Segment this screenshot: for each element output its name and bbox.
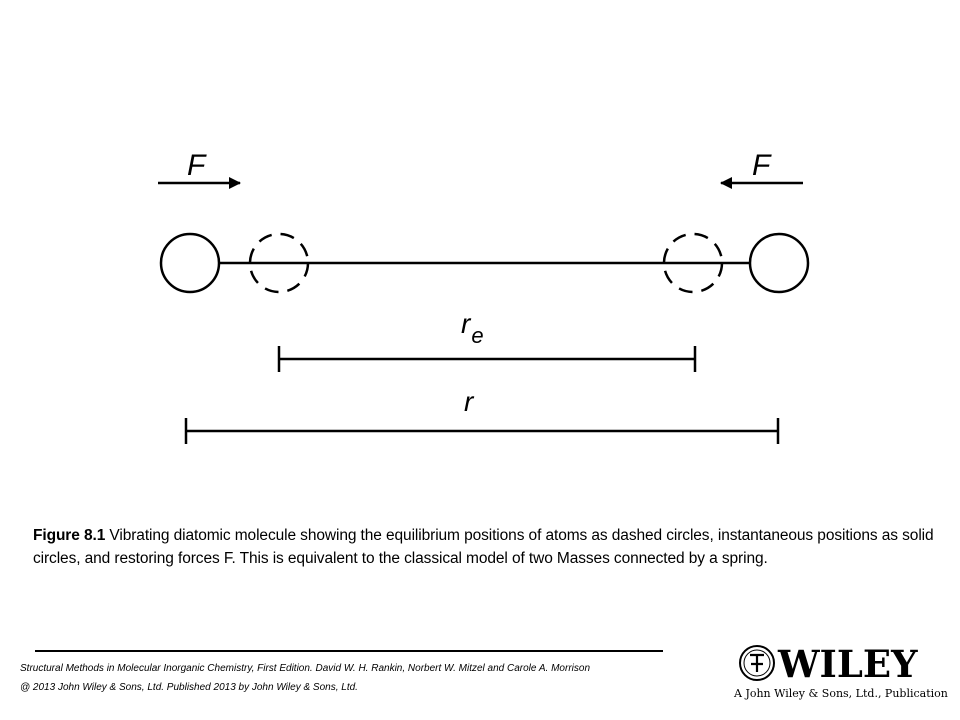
- figure-label: Figure 8.1: [33, 527, 106, 544]
- equilibrium-atom-right: [662, 232, 724, 294]
- force-label-left: F: [187, 149, 207, 182]
- figure-caption-text: Vibrating diatomic molecule showing the …: [33, 527, 934, 567]
- equilibrium-atom-left: [248, 232, 310, 294]
- equilibrium-distance-base: r: [461, 308, 472, 339]
- instantaneous-atom-right: [748, 232, 810, 294]
- footer-divider: [35, 650, 663, 652]
- wiley-seal-icon: [739, 645, 775, 681]
- wiley-tagline: A John Wiley & Sons, Ltd., Publication: [734, 687, 948, 700]
- citation-line-2: @ 2013 John Wiley & Sons, Ltd. Published…: [20, 682, 358, 693]
- equilibrium-distance-subscript: e: [471, 323, 483, 348]
- instantaneous-distance-bar: [184, 418, 780, 444]
- diatomic-molecule-diagram: F F re r: [158, 149, 810, 444]
- citation-line-1: Structural Methods in Molecular Inorgani…: [20, 663, 590, 674]
- citation: Structural Methods in Molecular Inorgani…: [20, 659, 740, 697]
- instantaneous-atom-left: [159, 232, 221, 294]
- wiley-logo: WILEY A John Wiley & Sons, Ltd., Publica…: [730, 642, 950, 708]
- figure-caption: Figure 8.1 Vibrating diatomic molecule s…: [33, 524, 938, 570]
- instantaneous-distance-label: r: [464, 386, 475, 417]
- wiley-wordmark: WILEY: [778, 642, 918, 686]
- force-label-right: F: [752, 149, 772, 182]
- equilibrium-distance-bar: [277, 346, 697, 372]
- equilibrium-distance-label: re: [461, 308, 484, 348]
